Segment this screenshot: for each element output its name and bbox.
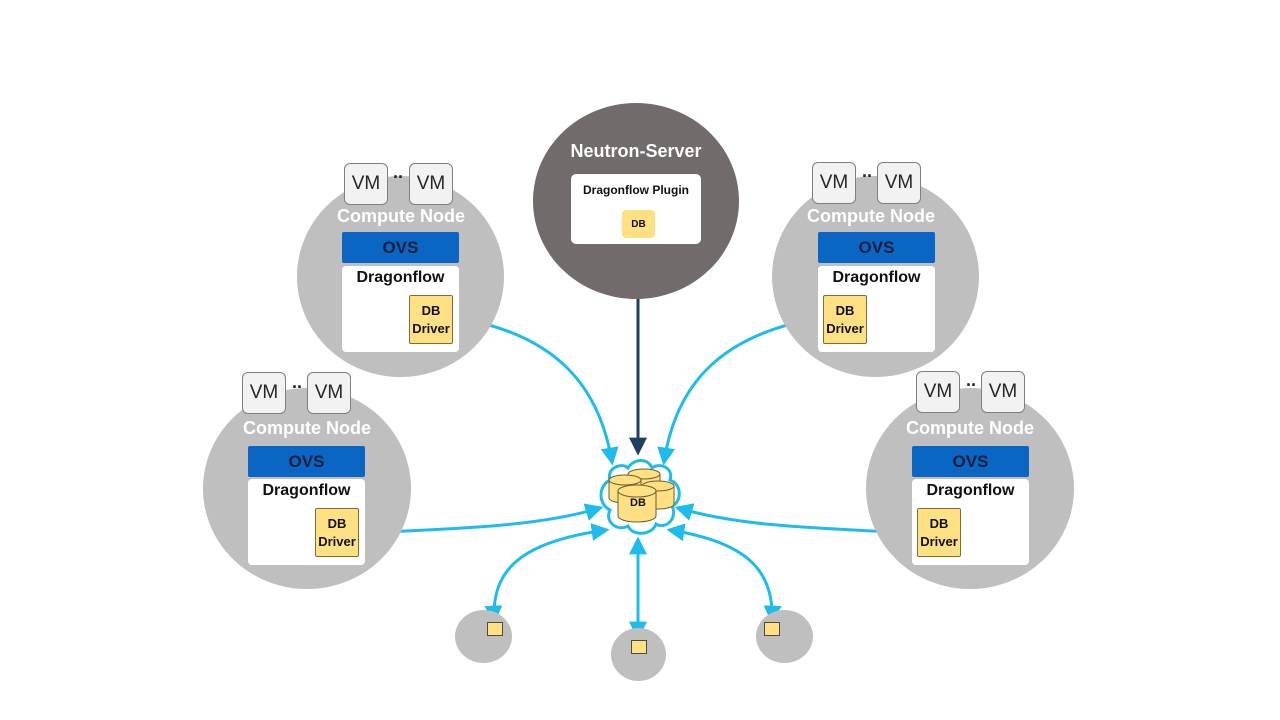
dragonflow-label: Dragonflow [926,482,1015,499]
db-driver-line2: Driver [826,321,864,336]
db-driver-line1: DB [929,516,949,531]
ovs-bar: OVS [342,232,459,263]
vm-ellipsis: .. [291,372,302,392]
compute-node-title: Compute Node [337,206,465,226]
satellite3-db-link [666,523,782,624]
satellite-db-square [764,622,780,636]
db-driver-line1: DB [835,303,855,318]
db-cluster-label: DB [630,497,646,509]
satellite-node-circle [756,610,813,663]
vm-box: VM [409,163,453,205]
vm-box: VM [242,372,286,414]
node2-db-link [657,311,824,466]
satellite-node-circle [455,610,512,663]
vm-box: VM [307,372,351,414]
db-driver-box: DB Driver [917,508,961,557]
vm-box: VM [916,371,960,413]
dragonflow-plugin-label: Dragonflow Plugin [583,183,689,197]
db-driver-box: DB Driver [409,295,453,344]
dragonflow-plugin-box: Dragonflow Plugin DB [571,174,701,244]
db-driver-line1: DB [421,303,441,318]
node1-db-link [453,311,619,466]
compute-node-title: Compute Node [906,418,1034,438]
satellite1-db-link [484,523,610,624]
compute-node-title: Compute Node [807,206,935,226]
vm-ellipsis: .. [392,162,403,182]
vm-ellipsis: .. [965,370,976,390]
db-driver-line1: DB [327,516,347,531]
db-driver-box: DB Driver [823,295,867,344]
vm-box: VM [981,371,1025,413]
vm-box: VM [812,162,856,204]
satellite-db-square [631,640,647,654]
dragonflow-label: Dragonflow [832,269,921,286]
db-cluster-icon [599,459,681,535]
ovs-bar: OVS [912,446,1029,477]
db-driver-line2: Driver [920,534,958,549]
dragonflow-label: Dragonflow [262,482,351,499]
satellite-node-circle [611,628,666,681]
dragonflow-label: Dragonflow [356,269,445,286]
db-driver-line2: Driver [412,321,450,336]
vm-box: VM [344,163,388,205]
vm-box: VM [877,162,921,204]
plugin-db-icon: DB [622,210,655,238]
compute-node-title: Compute Node [243,418,371,438]
db-driver-box: DB Driver [315,508,359,557]
neutron-server-title: Neutron-Server [570,141,702,161]
vm-ellipsis: .. [861,161,872,181]
db-driver-line2: Driver [318,534,356,549]
satellite-db-square [487,622,503,636]
dragonflow-panel: Dragonflow [912,479,1029,565]
ovs-bar: OVS [818,232,935,263]
ovs-bar: OVS [248,446,365,477]
